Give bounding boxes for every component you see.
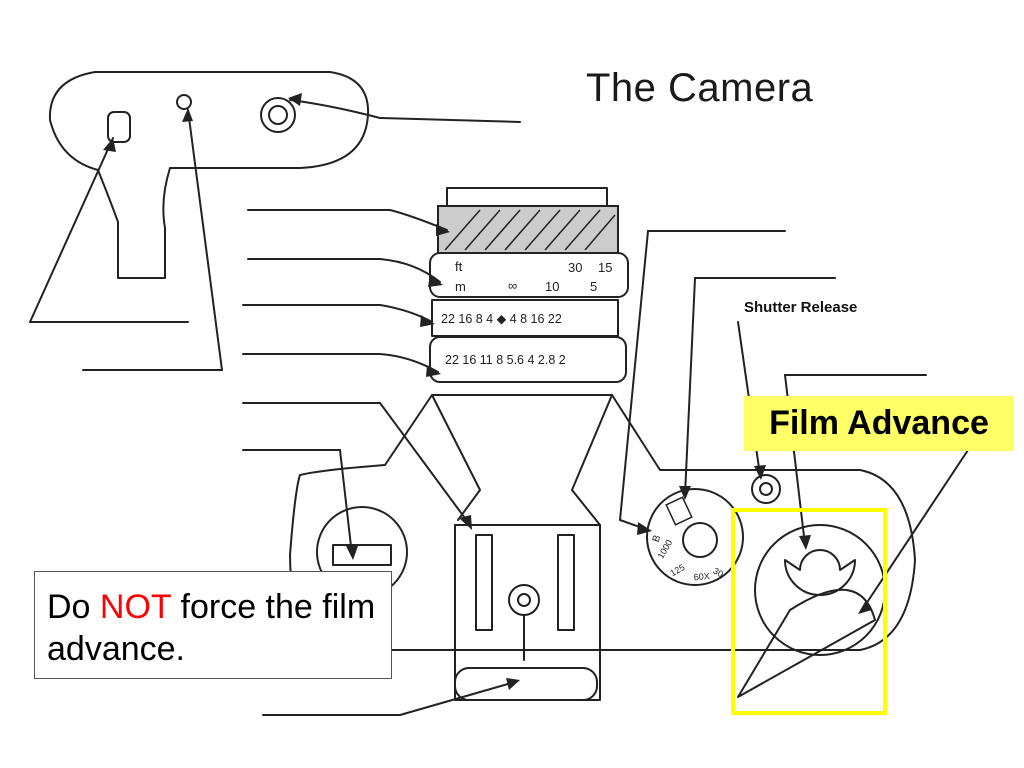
- shutter-speed-dial-hub: [682, 522, 718, 558]
- shoe-contact: [508, 584, 540, 616]
- svg-text:60X: 60X: [693, 571, 710, 582]
- shoe-rail-right: [557, 534, 575, 631]
- shutter-speed-marks: B 1000 125 60X 30: [651, 496, 725, 582]
- shutter-release-inner: [759, 482, 773, 496]
- lens-cap: [446, 187, 608, 207]
- camera-top-body-outline: [289, 394, 916, 701]
- film-advance-label-box: Film Advance: [744, 396, 1014, 451]
- viewfinder-window: [107, 111, 131, 143]
- film-advance-inner: [784, 549, 856, 596]
- svg-text:B: B: [651, 533, 664, 543]
- depth-of-field-scale: 22 16 8 4 ◆ 4 8 16 22: [441, 312, 562, 326]
- distance-ft-15: 15: [598, 260, 612, 275]
- distance-m-10: 10: [545, 279, 559, 294]
- film-advance-lever: [737, 588, 876, 698]
- page-title: The Camera: [586, 66, 814, 110]
- accessory-shoe: [454, 524, 601, 651]
- distance-m-infinity: ∞: [508, 278, 517, 293]
- warning-note: Do NOT force the film advance.: [34, 571, 392, 679]
- svg-text:125: 125: [668, 562, 686, 578]
- selftimer-front-inner: [268, 105, 288, 125]
- aperture-ring: [429, 336, 627, 383]
- focus-ring-knurl: [444, 209, 616, 251]
- shutter-release-button: [751, 474, 781, 504]
- shoe-rail-left: [475, 534, 493, 631]
- shoe-contact-inner: [517, 593, 531, 607]
- film-advance-highlight-box: [731, 508, 887, 715]
- svg-text:30: 30: [711, 566, 725, 580]
- leader-lines: [29, 93, 977, 716]
- distance-unit-m: m: [455, 279, 466, 294]
- shutter-release-label: Shutter Release: [744, 299, 858, 316]
- lens-mount-right: [571, 394, 613, 526]
- back-release-tab: [454, 667, 598, 701]
- aperture-scale: 22 16 11 8 5.6 4 2.8 2: [445, 353, 566, 367]
- distance-m-5: 5: [590, 279, 597, 294]
- camera-front-outline: [48, 71, 370, 279]
- distance-ft-30: 30: [568, 260, 582, 275]
- note-emphasis: NOT: [99, 588, 172, 626]
- note-text-end: force the film advance.: [47, 588, 376, 668]
- lens-front-small: [176, 94, 192, 110]
- selftimer-front: [260, 97, 296, 133]
- note-text-start: Do: [47, 588, 100, 626]
- shutter-speed-dial: [646, 488, 744, 586]
- lens-mount-left: [431, 394, 481, 521]
- film-advance-label: Film Advance: [769, 404, 989, 442]
- rewind-crank: [332, 544, 392, 566]
- distance-unit-ft: ft: [455, 259, 463, 274]
